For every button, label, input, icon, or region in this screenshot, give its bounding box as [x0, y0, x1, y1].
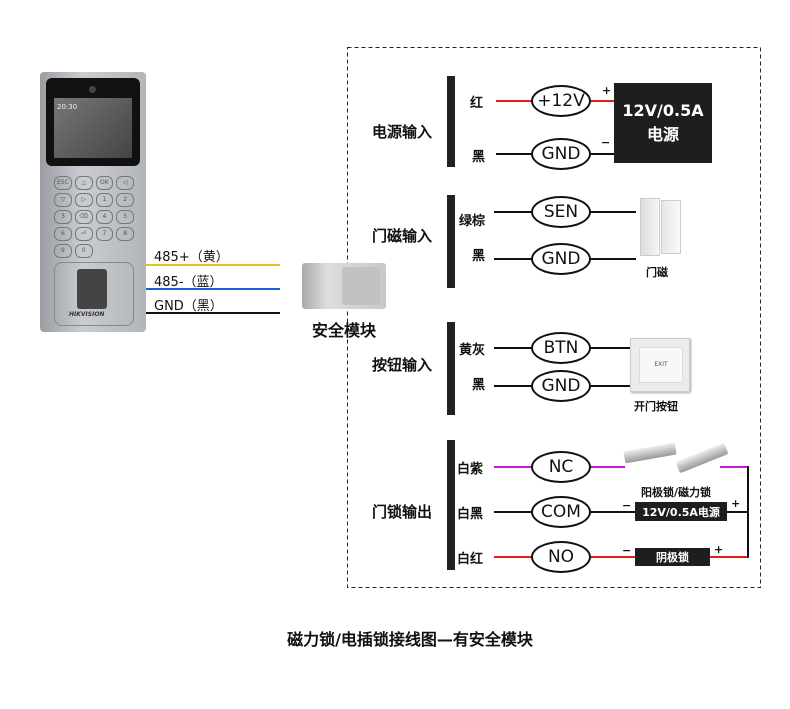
security-module-label: 安全模块: [312, 321, 377, 340]
section-door-title: 门磁输入: [372, 227, 433, 245]
terminal-bar-lock: [447, 440, 455, 570]
wire-color-label: 黄灰: [459, 343, 486, 358]
minus-sign: −: [622, 544, 632, 557]
wire-color-label: 绿棕: [459, 214, 486, 229]
brand-logo: HIKVISION: [69, 311, 105, 318]
plus-sign: +: [731, 497, 741, 510]
wire-color-label: 白紫: [457, 462, 484, 477]
keypad-key: 0: [74, 244, 93, 258]
dashed-boundary: [347, 47, 761, 588]
terminal-nc: NC: [531, 451, 591, 483]
plus-sign: +: [602, 84, 612, 97]
keypad-key: ◁: [116, 176, 134, 190]
keypad-key: ESC: [54, 176, 72, 190]
section-button-title: 按钮输入: [372, 356, 433, 374]
fingerprint-area: HIKVISION: [54, 262, 134, 326]
keypad-key: 9: [54, 244, 72, 258]
label-485-minus: 485-（蓝）: [154, 275, 223, 290]
keypad-key: 6: [54, 227, 72, 241]
terminal-com: COM: [531, 496, 591, 528]
terminal-bar-button: [447, 322, 455, 415]
terminal-12v: +12V: [531, 85, 591, 117]
lock-power-supply-box: 12V/0.5A电源: [635, 502, 727, 521]
screen: 20:30: [54, 98, 132, 158]
terminal-btn: BTN: [531, 332, 591, 364]
power-supply-box: 12V/0.5A 电源: [614, 83, 712, 163]
wire-color-label: 白红: [457, 552, 484, 567]
door-sensor-label: 门磁: [646, 266, 668, 279]
keypad-key: 7: [95, 227, 114, 241]
keypad-key: 4: [95, 210, 114, 224]
keypad-key: ⏎: [74, 227, 93, 241]
wire-color-label: 白黑: [457, 507, 484, 522]
terminal-gnd: GND: [531, 138, 591, 170]
terminal-gnd: GND: [531, 243, 591, 275]
diagram-caption: 磁力锁/电插锁接线图—有安全模块: [287, 630, 533, 649]
security-module: [302, 263, 386, 309]
wire-color-label: 红: [470, 96, 484, 111]
minus-sign: −: [622, 499, 632, 512]
keypad-key: 5: [116, 210, 134, 224]
wire-color-label: 黑: [472, 378, 486, 393]
exit-button-image: EXIT: [630, 338, 690, 392]
keypad-key: 3: [54, 210, 72, 224]
label-485-plus: 485+（黄）: [154, 250, 229, 265]
power-supply-rating: 12V/0.5A: [622, 101, 704, 120]
label-gnd: GND（黑）: [154, 299, 223, 314]
wire-color-label: 黑: [472, 150, 486, 165]
exit-button-face: EXIT: [639, 347, 683, 383]
terminal-bar-door: [447, 195, 455, 288]
terminal-bar-power: [447, 76, 455, 167]
terminal-gnd: GND: [531, 370, 591, 402]
keypad-key: △: [74, 176, 93, 190]
fingerprint-sensor: [77, 269, 107, 309]
keypad-key: ▽: [54, 193, 72, 207]
exit-button-label: 开门按钮: [634, 400, 678, 413]
anode-lock-label: 阳极锁/磁力锁: [641, 486, 712, 499]
wire-color-label: 黑: [472, 249, 486, 264]
module-panel: [342, 267, 380, 305]
keypad-key: ⌫: [74, 210, 93, 224]
keypad-key: OK: [95, 176, 114, 190]
minus-sign: −: [601, 136, 611, 149]
keypad-key: 2: [116, 193, 134, 207]
keypad-key: 8: [116, 227, 134, 241]
section-lock-title: 门锁输出: [372, 503, 433, 521]
screen-time: 20:30: [57, 103, 78, 111]
keypad-key: ▷: [74, 193, 93, 207]
door-sensor-image: [640, 198, 681, 256]
plus-sign: +: [714, 543, 724, 556]
terminal-no: NO: [531, 541, 591, 573]
keypad-key: 1: [95, 193, 114, 207]
cathode-lock-box: 阴极锁: [635, 548, 710, 566]
camera-icon: [89, 86, 96, 93]
power-supply-label: 电源: [646, 125, 679, 144]
terminal-sen: SEN: [531, 196, 591, 228]
section-power-title: 电源输入: [372, 123, 433, 141]
